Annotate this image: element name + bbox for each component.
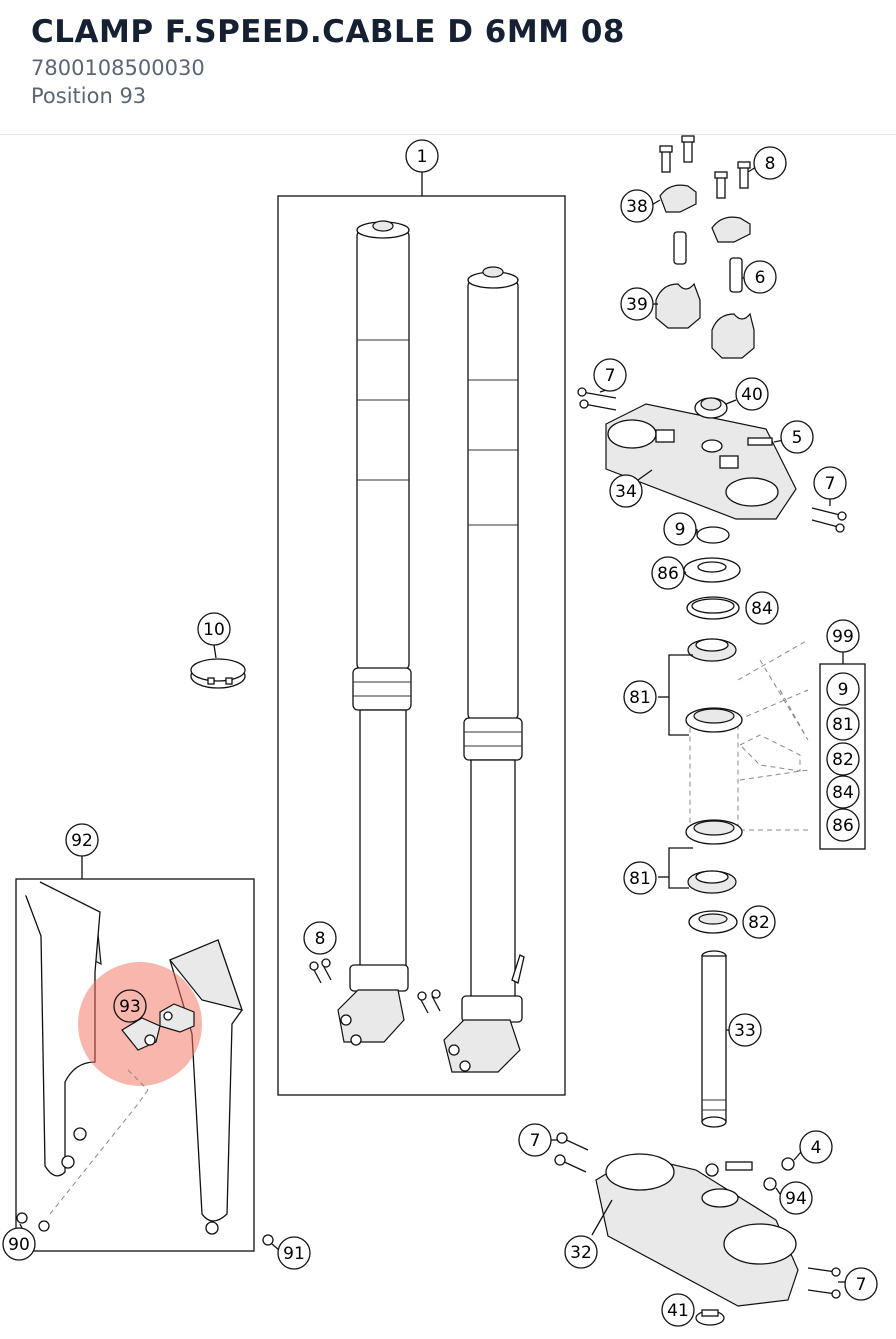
- callout-84[interactable]: 84: [745, 591, 779, 625]
- guard-screws: [16, 1212, 274, 1246]
- handlebar-clamps: [655, 135, 755, 359]
- svg-text:90: 90: [8, 1235, 30, 1255]
- callout-90[interactable]: 90: [2, 1227, 36, 1261]
- svg-text:10: 10: [203, 620, 225, 640]
- exploded-parts-diagram: 1 8 38 6 39 7 40 5 34 7 9 86 84 99 10 81…: [0, 135, 896, 1335]
- svg-text:7: 7: [530, 1131, 541, 1151]
- svg-text:81: 81: [629, 688, 651, 708]
- svg-text:84: 84: [832, 783, 854, 803]
- callout-40[interactable]: 40: [735, 377, 769, 411]
- svg-text:40: 40: [741, 385, 763, 405]
- svg-text:81: 81: [629, 869, 651, 889]
- callout-32[interactable]: 32: [564, 1235, 598, 1269]
- callout-34[interactable]: 34: [609, 474, 643, 508]
- svg-text:33: 33: [734, 1021, 756, 1041]
- svg-text:39: 39: [626, 295, 648, 315]
- callout-7[interactable]: 7: [518, 1123, 552, 1157]
- svg-text:99: 99: [832, 627, 854, 647]
- callout-4[interactable]: 4: [799, 1130, 833, 1164]
- svg-text:6: 6: [755, 268, 766, 288]
- fork-guard-frame: [15, 878, 255, 1252]
- svg-text:38: 38: [626, 197, 648, 217]
- speed-cable-clamp[interactable]: [121, 1003, 195, 1051]
- callout-6[interactable]: 6: [743, 260, 777, 294]
- callout-7[interactable]: 7: [813, 466, 847, 500]
- part-header: CLAMP F.SPEED.CABLE D 6MM 08 78001085000…: [0, 0, 896, 135]
- svg-text:41: 41: [667, 1301, 689, 1321]
- callout-93[interactable]: 93: [113, 989, 147, 1023]
- svg-text:81: 81: [832, 715, 854, 735]
- callout-92[interactable]: 92: [65, 823, 99, 857]
- svg-text:82: 82: [832, 750, 854, 770]
- kit-item[interactable]: 9: [826, 672, 860, 706]
- svg-text:9: 9: [675, 520, 686, 540]
- svg-text:5: 5: [792, 428, 803, 448]
- callout-82[interactable]: 82: [742, 905, 776, 939]
- callout-33[interactable]: 33: [728, 1013, 762, 1047]
- callout-1[interactable]: 1: [405, 139, 439, 173]
- callout-99[interactable]: 99: [826, 619, 860, 653]
- kit-item[interactable]: 86: [826, 808, 860, 842]
- svg-text:34: 34: [615, 482, 637, 502]
- svg-text:86: 86: [832, 816, 854, 836]
- lower-triple-clamp: [554, 1132, 841, 1326]
- svg-text:8: 8: [315, 929, 326, 949]
- callout-8[interactable]: 8: [753, 146, 787, 180]
- svg-text:92: 92: [71, 831, 93, 851]
- bearing-seal: [688, 910, 738, 934]
- svg-text:84: 84: [751, 599, 773, 619]
- callout-10[interactable]: 10: [197, 612, 231, 646]
- callout-91[interactable]: 91: [277, 1236, 311, 1270]
- svg-text:7: 7: [605, 366, 616, 386]
- dust-seal: [683, 557, 741, 583]
- svg-text:86: 86: [657, 564, 679, 584]
- position-label: Position 93: [31, 84, 147, 108]
- svg-text:4: 4: [811, 1138, 822, 1158]
- svg-text:94: 94: [785, 1189, 807, 1209]
- part-number: 7800108500030: [31, 56, 205, 80]
- right-fork-leg: [443, 266, 525, 1073]
- callout-81[interactable]: 81: [623, 861, 657, 895]
- callout-9[interactable]: 9: [663, 512, 697, 546]
- callout-94[interactable]: 94: [779, 1181, 813, 1215]
- svg-text:93: 93: [119, 997, 141, 1017]
- svg-text:8: 8: [765, 154, 776, 174]
- frame-steering-head: [685, 638, 809, 894]
- svg-text:82: 82: [748, 913, 770, 933]
- kit-item[interactable]: 81: [826, 707, 860, 741]
- axle-clamp-bolts: [309, 958, 441, 1014]
- callout-7[interactable]: 7: [593, 358, 627, 392]
- kit-item[interactable]: 82: [826, 742, 860, 776]
- part-title: CLAMP F.SPEED.CABLE D 6MM 08: [31, 14, 625, 50]
- svg-text:7: 7: [825, 474, 836, 494]
- callout-38[interactable]: 38: [620, 189, 654, 223]
- kit-item[interactable]: 84: [826, 775, 860, 809]
- o-ring: [696, 526, 730, 544]
- upper-triple-clamp: [577, 387, 847, 533]
- callout-86[interactable]: 86: [651, 556, 685, 590]
- steering-stem: [701, 950, 727, 1128]
- svg-text:7: 7: [856, 1275, 867, 1295]
- ring-nut: [190, 658, 246, 689]
- svg-text:1: 1: [417, 147, 428, 167]
- seal-ring: [686, 596, 740, 620]
- svg-text:9: 9: [838, 680, 849, 700]
- callout-5[interactable]: 5: [780, 420, 814, 454]
- left-fork-leg: [337, 220, 412, 1046]
- svg-text:91: 91: [283, 1244, 305, 1264]
- callout-7[interactable]: 7: [844, 1267, 878, 1301]
- callout-41[interactable]: 41: [661, 1293, 695, 1327]
- diagram-canvas: 1 8 38 6 39 7 40 5 34 7 9 86 84 99 10 81…: [2, 135, 878, 1327]
- callout-8[interactable]: 8: [303, 921, 337, 955]
- svg-text:32: 32: [570, 1243, 592, 1263]
- callout-81[interactable]: 81: [623, 680, 657, 714]
- callout-39[interactable]: 39: [620, 287, 654, 321]
